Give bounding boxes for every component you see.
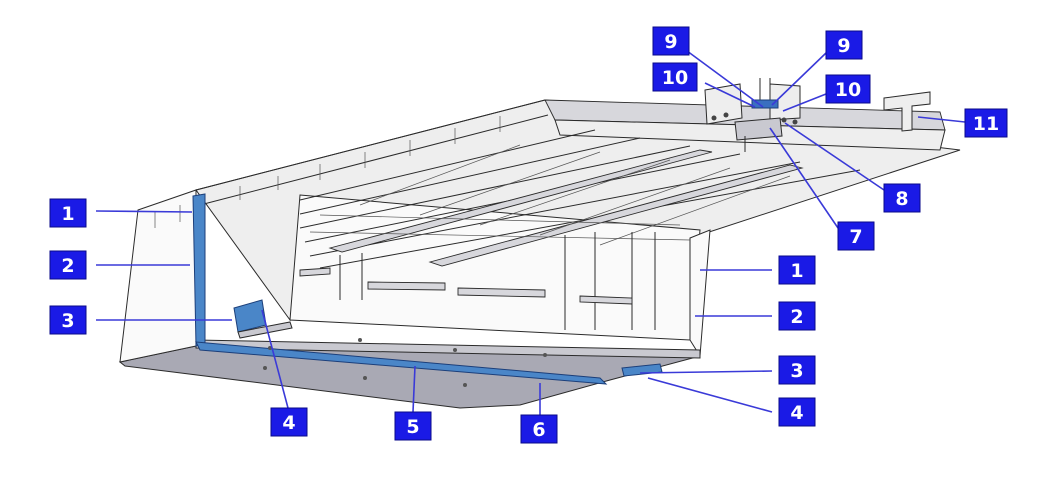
callout-3-left: 3 xyxy=(49,305,87,335)
svg-text:3: 3 xyxy=(790,360,803,382)
svg-text:10: 10 xyxy=(662,67,688,89)
t-bracket xyxy=(883,91,931,132)
side-stiffeners xyxy=(154,99,549,228)
callout-10-right: 10 xyxy=(825,74,871,104)
svg-text:7: 7 xyxy=(849,226,862,248)
svg-text:4: 4 xyxy=(282,412,295,434)
deck-longitudinal-beams xyxy=(309,144,804,267)
svg-text:5: 5 xyxy=(406,416,419,438)
callout-8: 8 xyxy=(883,183,921,213)
callout-labels: 1 2 3 4 5 6 1 2 xyxy=(49,26,1008,444)
callout-4-right: 4 xyxy=(778,397,816,427)
svg-text:11: 11 xyxy=(973,113,999,135)
callout-11: 11 xyxy=(964,108,1008,138)
svg-text:9: 9 xyxy=(664,31,677,53)
svg-text:1: 1 xyxy=(790,260,803,282)
svg-text:6: 6 xyxy=(532,419,545,441)
svg-text:3: 3 xyxy=(61,310,74,332)
callout-9-left: 9 xyxy=(652,26,690,56)
left-floor-bracket-base xyxy=(237,321,293,339)
callout-4-bottom: 4 xyxy=(270,407,308,437)
callout-9-right: 9 xyxy=(825,30,863,60)
callout-2-right: 2 xyxy=(778,301,816,331)
svg-text:10: 10 xyxy=(835,79,861,101)
callout-3-right: 3 xyxy=(778,355,816,385)
svg-text:2: 2 xyxy=(790,306,803,328)
callout-2-left: 2 xyxy=(49,250,87,280)
left-side-wall xyxy=(119,189,197,363)
leader-lines xyxy=(95,47,966,415)
svg-text:9: 9 xyxy=(837,35,850,57)
callout-5-bottom: 5 xyxy=(394,411,432,441)
callout-1-left: 1 xyxy=(49,198,87,228)
right-end-wall xyxy=(689,229,711,358)
interior-pillars xyxy=(299,232,656,330)
svg-text:4: 4 xyxy=(790,402,803,424)
svg-text:8: 8 xyxy=(895,188,908,210)
top-lifting-fitting xyxy=(704,78,801,152)
callout-7: 7 xyxy=(837,221,875,251)
svg-text:2: 2 xyxy=(61,255,74,277)
bottom-edge-strip xyxy=(195,341,608,385)
callout-6-bottom: 6 xyxy=(520,414,558,444)
callout-1-right: 1 xyxy=(778,255,816,285)
svg-text:1: 1 xyxy=(61,203,74,225)
floor-holes xyxy=(263,338,547,387)
hull-structure xyxy=(118,78,961,409)
callout-10-left: 10 xyxy=(652,62,698,92)
